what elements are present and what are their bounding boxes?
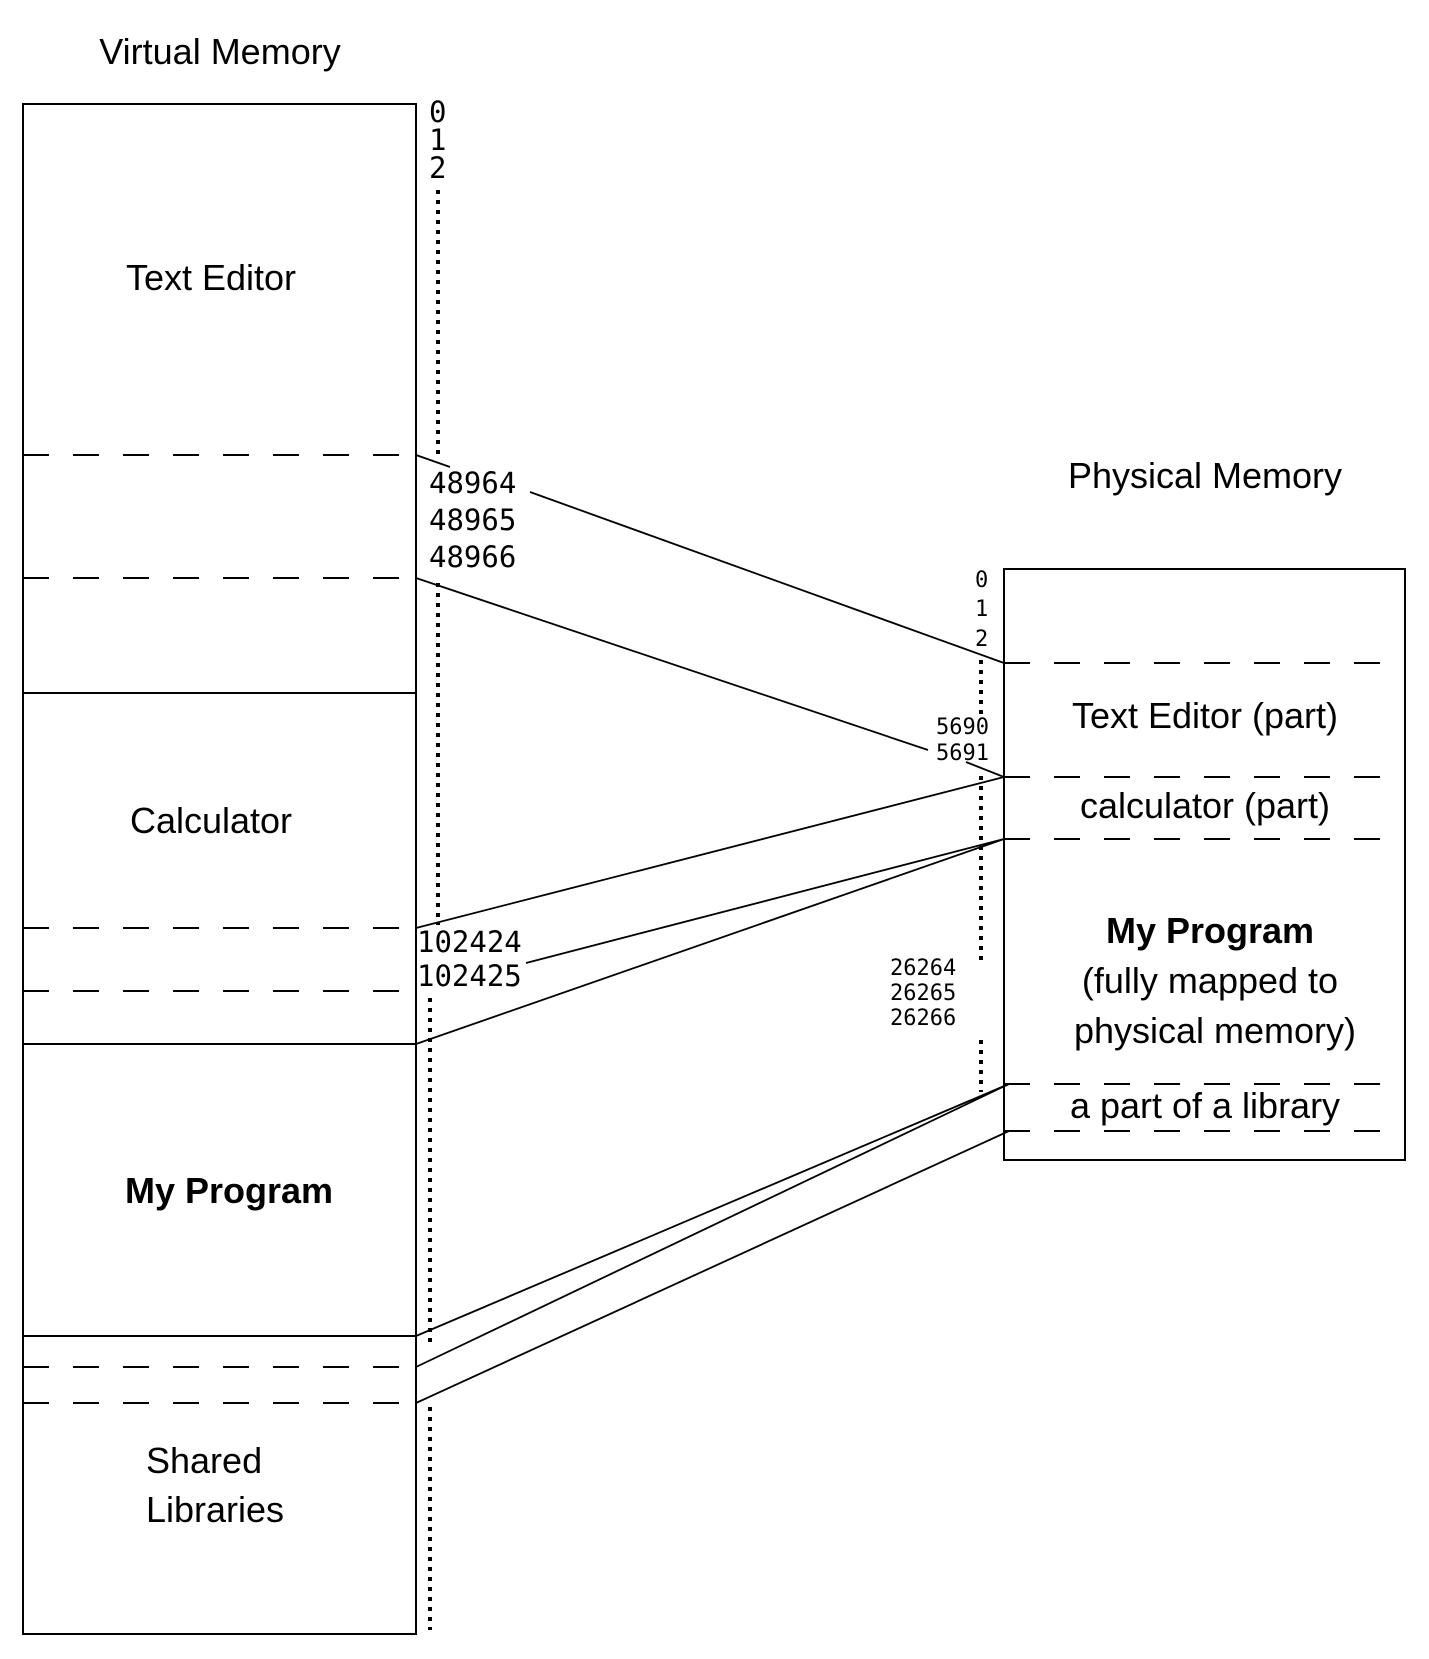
mapping-line-my-program-end (415, 1083, 1010, 1337)
virtual-address-102424: 102424 (417, 925, 522, 959)
physical-region-my-program-note-line1: (fully mapped to (1082, 960, 1338, 1001)
physical-address-5691: 5691 (936, 741, 989, 766)
physical-address-26265: 26265 (890, 981, 956, 1006)
physical-address-26264: 26264 (890, 956, 956, 981)
physical-region-my-program-note-line2: physical memory) (1074, 1010, 1356, 1051)
virtual-address-2: 2 (429, 151, 446, 185)
virtual-region-calculator: Calculator (130, 800, 292, 841)
mapping-line-calculator-start (415, 776, 1005, 929)
virtual-memory-box (22, 103, 417, 1635)
mapping-line-shared-library-start (415, 1083, 1010, 1368)
physical-region-library-part: a part of a library (1070, 1085, 1340, 1126)
virtual-address-102425: 102425 (417, 959, 522, 993)
virtual-region-my-program: My Program (125, 1170, 333, 1211)
physical-region-calculator-part: calculator (part) (1080, 785, 1330, 826)
mapping-line-text-editor-start (529, 491, 1005, 664)
virtual-memory-title: Virtual Memory (99, 31, 340, 72)
physical-address-5690: 5690 (936, 715, 989, 740)
mapping-line-text-editor-end (415, 577, 929, 751)
mapping-line-text-editor-end (965, 761, 1005, 778)
virtual-address-48964: 48964 (429, 466, 516, 500)
physical-region-my-program-title: My Program (1106, 910, 1314, 951)
physical-address-0: 0 (975, 568, 988, 593)
physical-address-26266: 26266 (890, 1006, 956, 1031)
physical-address-1: 1 (975, 597, 988, 622)
virtual-region-shared-libraries-line1: Shared (146, 1440, 262, 1481)
physical-address-2: 2 (975, 627, 988, 652)
physical-memory-title: Physical Memory (1068, 455, 1342, 496)
physical-region-text-editor-part: Text Editor (part) (1072, 695, 1338, 736)
mapping-line-my-program (415, 838, 1005, 1045)
mapping-line-shared-library-end (415, 1130, 1010, 1404)
virtual-region-text-editor: Text Editor (126, 257, 296, 298)
virtual-address-48965: 48965 (429, 503, 516, 537)
virtual-address-48966: 48966 (429, 540, 516, 574)
physical-memory-box (1003, 568, 1406, 1161)
mapping-line-calculator-end (525, 838, 1005, 964)
mapping-line-text-editor-start (415, 454, 451, 468)
virtual-region-shared-libraries-line2: Libraries (146, 1489, 284, 1530)
virtual-address-0: 0 (429, 95, 446, 129)
virtual-address-1: 1 (429, 123, 446, 157)
